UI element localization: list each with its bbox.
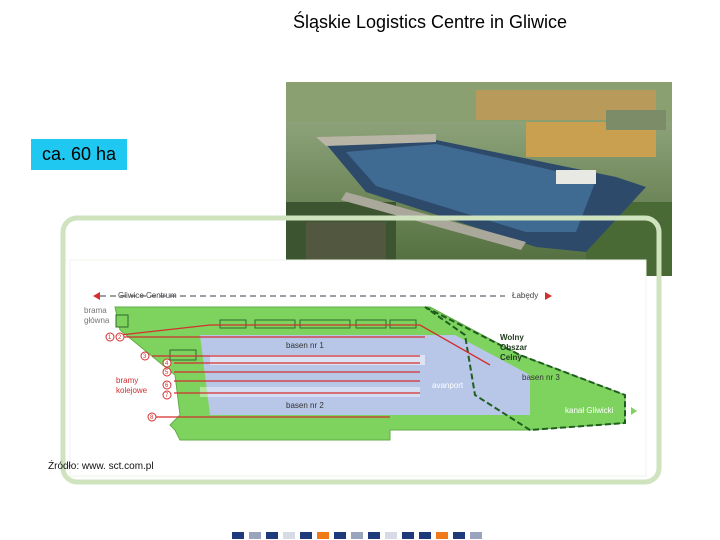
footer-block [419,532,431,539]
svg-text:kolejowe: kolejowe [116,386,148,395]
footer-block [300,532,312,539]
footer-block [232,532,244,539]
footer-block [351,532,363,539]
free-zone-label: Wolny [500,333,524,342]
warehouse [299,319,351,329]
svg-text:Obszar: Obszar [500,343,527,352]
footer-block [436,532,448,539]
plan-frame [60,215,662,485]
right-arrow-icon [545,292,552,300]
footer-block [249,532,261,539]
svg-text:7: 7 [165,393,169,399]
main-gate-label: brama [84,306,107,315]
warehouse [219,319,247,329]
area-badge: ca. 60 ha [31,139,127,170]
svg-text:2: 2 [118,335,122,341]
footer-strip [232,532,487,539]
footer-block [266,532,278,539]
footer-block [334,532,346,539]
svg-text:5: 5 [165,370,169,376]
svg-text:Celny: Celny [500,353,522,362]
source-credit: Źródło: www. sct.com.pl [48,461,154,472]
site-plan-svg: Gliwice Centrum Łabędy 1 [60,215,662,485]
footer-block [453,532,465,539]
warehouse [254,319,296,329]
svg-text:4: 4 [165,361,169,367]
svg-text:8: 8 [150,415,154,421]
warehouse [389,319,417,329]
footer-block [317,532,329,539]
avanport-label: avanport [432,381,464,390]
footer-block [283,532,295,539]
left-arrow-icon [93,292,100,300]
canal-arrow-icon [631,407,637,415]
footer-block [470,532,482,539]
svg-text:1: 1 [108,335,112,341]
basin2-label: basen nr 2 [286,401,324,410]
warehouse [355,319,387,329]
svg-text:6: 6 [165,383,169,389]
basin1-label: basen nr 1 [286,341,324,350]
warehouse [115,314,129,328]
svg-text:3: 3 [143,354,147,360]
canal-label: kanał Gliwicki [565,406,614,415]
footer-block [385,532,397,539]
direction-right-label: Łabędy [512,291,538,300]
footer-block [368,532,380,539]
warehouse [169,349,197,361]
rail-lines [119,324,491,418]
direction-left-label: Gliwice Centrum [118,291,177,300]
footer-block [402,532,414,539]
page-title: Śląskie Logistics Centre in Gliwice [292,12,568,32]
basin3-label: basen nr 3 [522,373,560,382]
site-plan: Gliwice Centrum Łabędy 1 [60,215,662,485]
rail-gates-label: bramy [116,376,138,385]
svg-text:główna: główna [84,316,110,325]
